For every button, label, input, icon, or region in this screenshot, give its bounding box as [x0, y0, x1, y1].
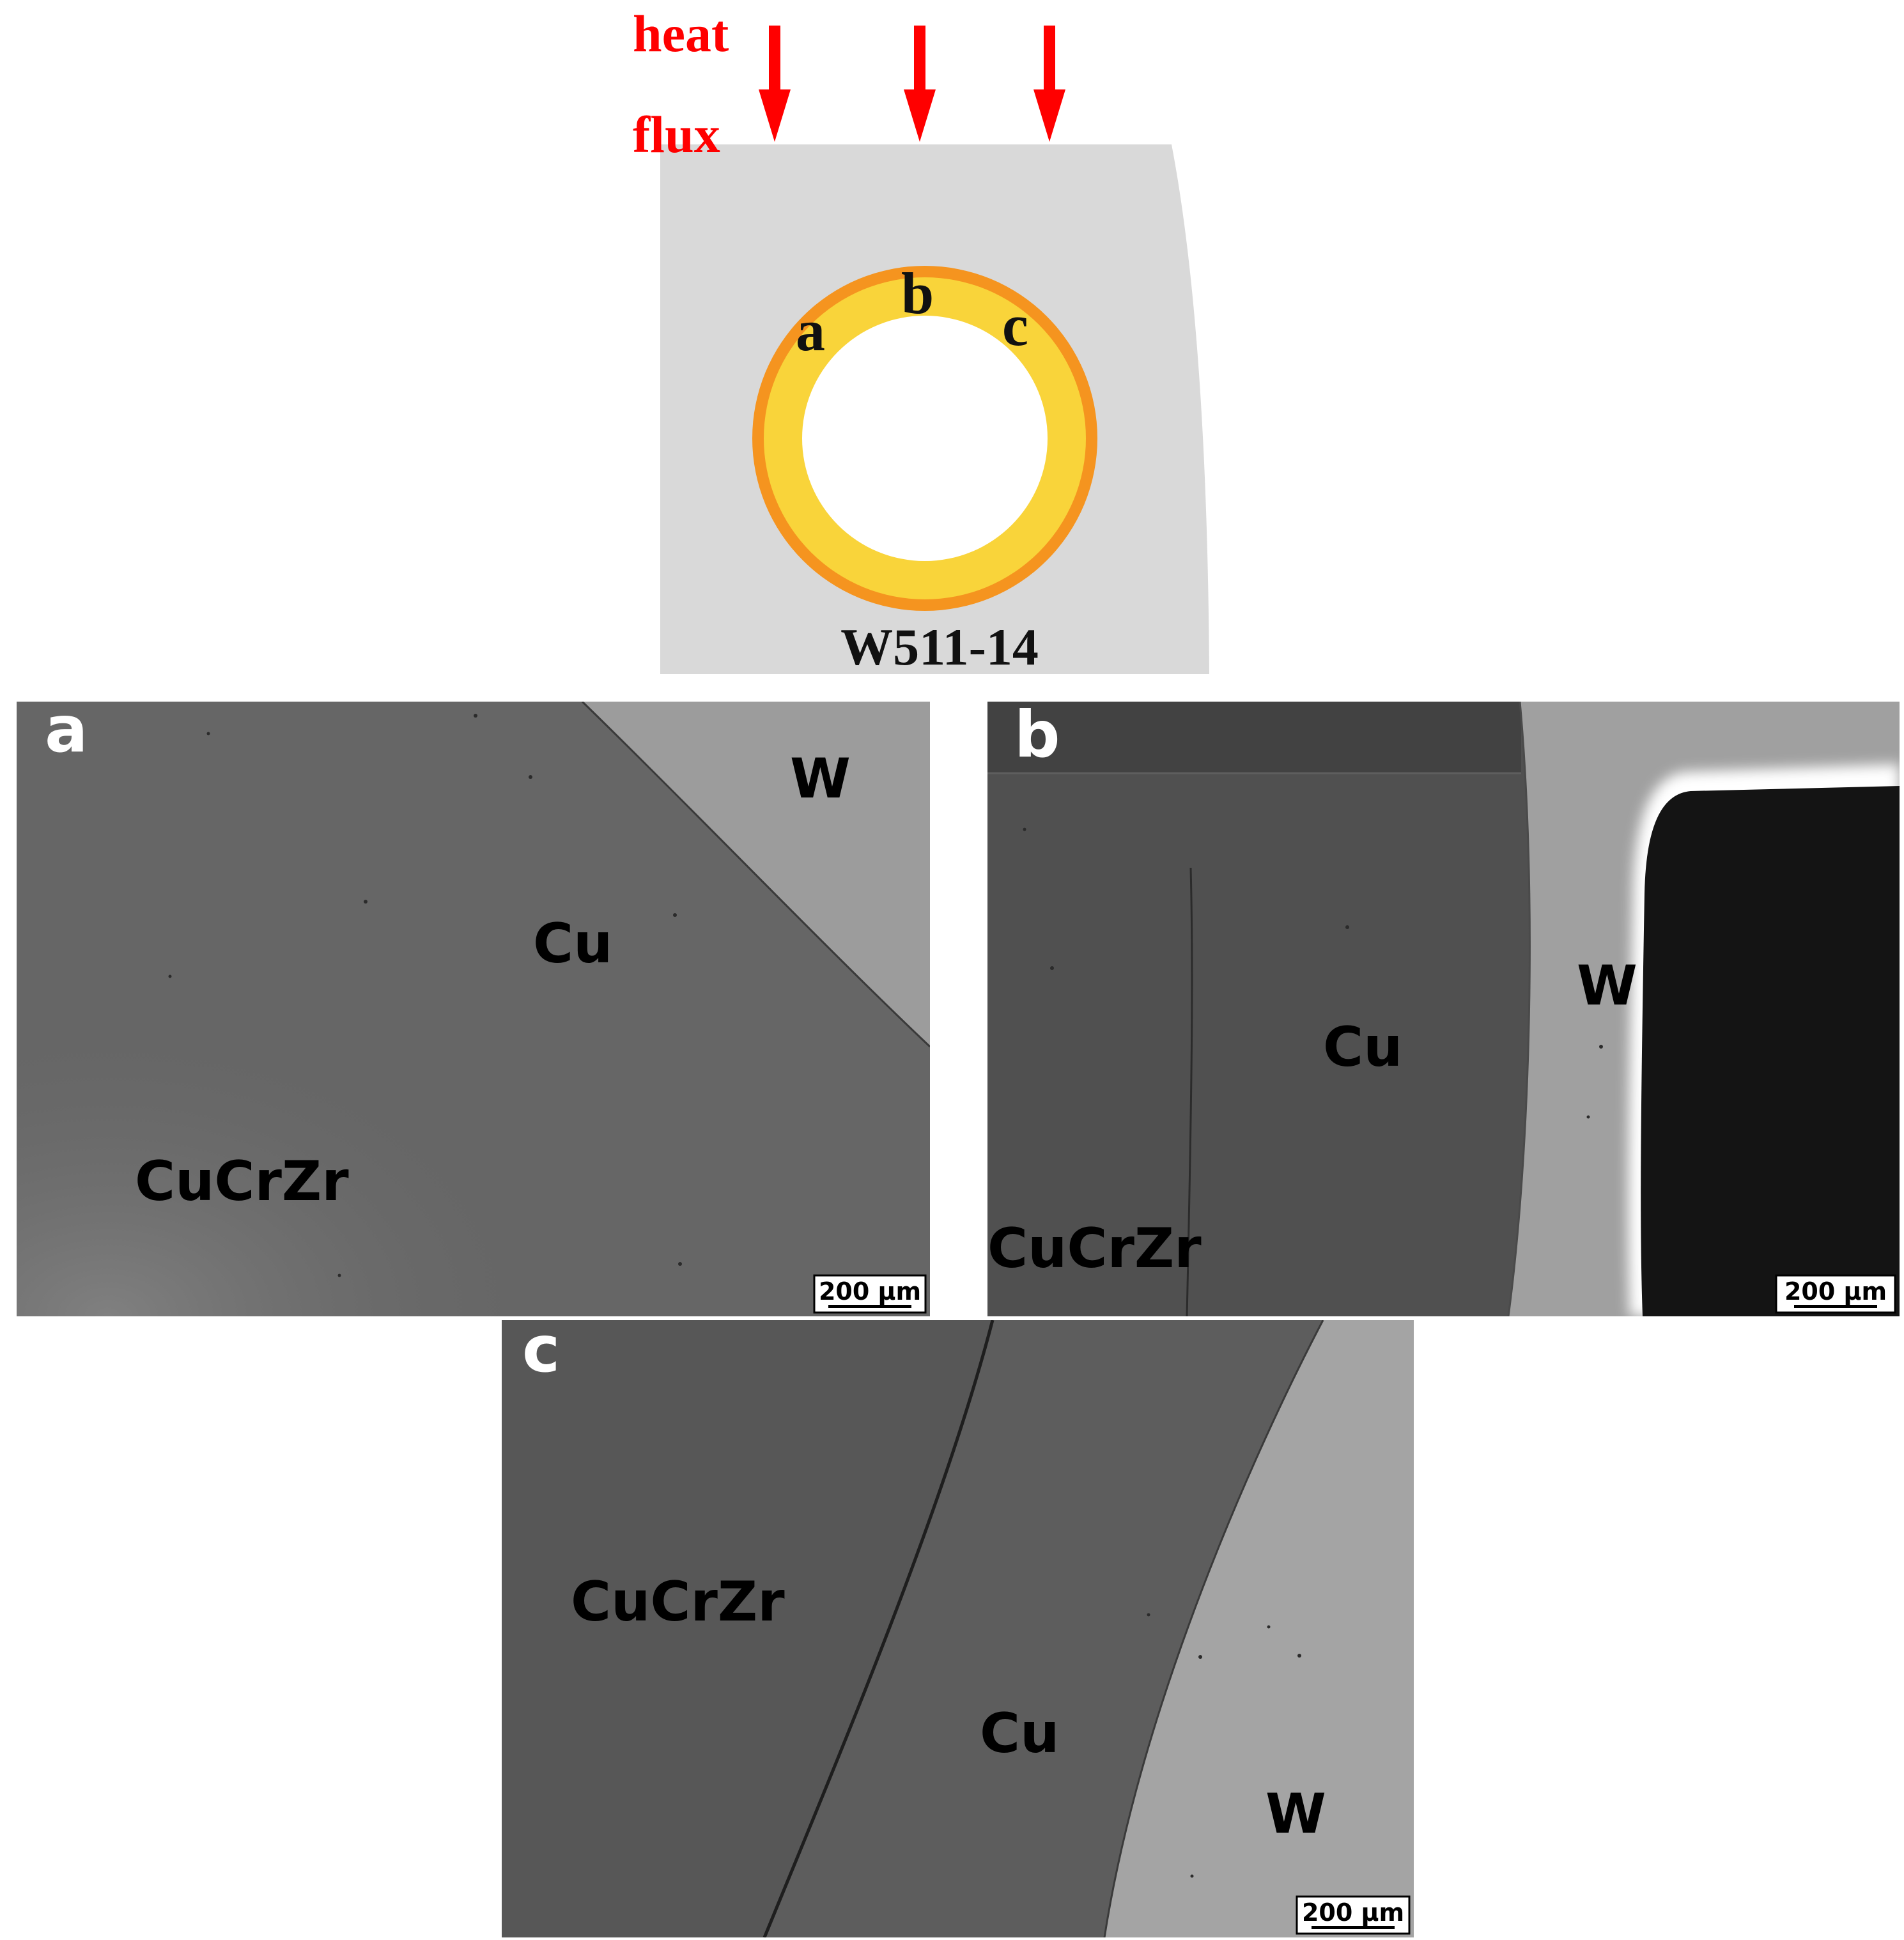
- schematic-svg: heat flux a b c W511-14: [633, 4, 1209, 676]
- position-label-a: a: [796, 298, 825, 363]
- label-cucrzr-c: CuCrZr: [571, 1570, 785, 1634]
- crack-b: [1186, 867, 1193, 1316]
- label-w-b: W: [1577, 954, 1637, 1018]
- label-w-a: W: [790, 747, 851, 811]
- label-cucrzr-b: CuCrZr: [987, 1217, 1202, 1281]
- sem-panel-b: b W Cu CuCrZr 200 µm: [987, 702, 1900, 1316]
- crack-c: [762, 1320, 995, 1937]
- arrow-3: [1033, 26, 1065, 142]
- panel-letter-c: c: [522, 1320, 560, 1387]
- sem-image-c: c CuCrZr Cu W 200 µm: [502, 1320, 1414, 1937]
- dark-cavity-b: [1641, 786, 1900, 1316]
- arrow-2: [904, 26, 936, 142]
- sem-panel-c: c CuCrZr Cu W 200 µm: [502, 1320, 1414, 1937]
- scale-bar-c: 200 µm: [1296, 1895, 1411, 1935]
- panel-letter-a: a: [45, 702, 88, 767]
- heat-flux-label-line1: heat: [633, 4, 729, 63]
- copper-band-c: [764, 1320, 1323, 1937]
- schematic-figure: heat flux a b c W511-14: [0, 0, 1904, 677]
- label-w-c: W: [1265, 1782, 1326, 1846]
- sem-image-a: a W Cu CuCrZr 200 µm: [17, 702, 930, 1316]
- position-label-b: b: [901, 261, 934, 326]
- tungsten-region-c: [1104, 1320, 1414, 1937]
- sample-id-label: W511-14: [840, 618, 1039, 676]
- scale-bar-label-a: 200 µm: [819, 1277, 921, 1305]
- panel-letter-b: b: [1014, 702, 1060, 772]
- label-cucrzr-a: CuCrZr: [135, 1150, 349, 1213]
- scale-bar-a: 200 µm: [813, 1274, 927, 1314]
- scale-bar-label-b: 200 µm: [1784, 1277, 1887, 1305]
- label-cu-b: Cu: [1323, 1015, 1402, 1079]
- sem-image-b: b W Cu CuCrZr 200 µm: [987, 702, 1900, 1316]
- label-cu-a: Cu: [533, 912, 612, 976]
- label-cu-c: Cu: [980, 1702, 1059, 1766]
- scale-bar-b: 200 µm: [1775, 1274, 1896, 1314]
- scale-bar-label-c: 200 µm: [1302, 1898, 1404, 1927]
- cooling-channel: [802, 316, 1048, 561]
- sem-panel-a: a W Cu CuCrZr 200 µm: [17, 702, 930, 1316]
- position-label-c: c: [1002, 293, 1028, 358]
- heat-flux-label-line2: flux: [633, 105, 720, 164]
- arrow-1: [759, 26, 791, 142]
- heat-flux-arrows: [759, 26, 1065, 142]
